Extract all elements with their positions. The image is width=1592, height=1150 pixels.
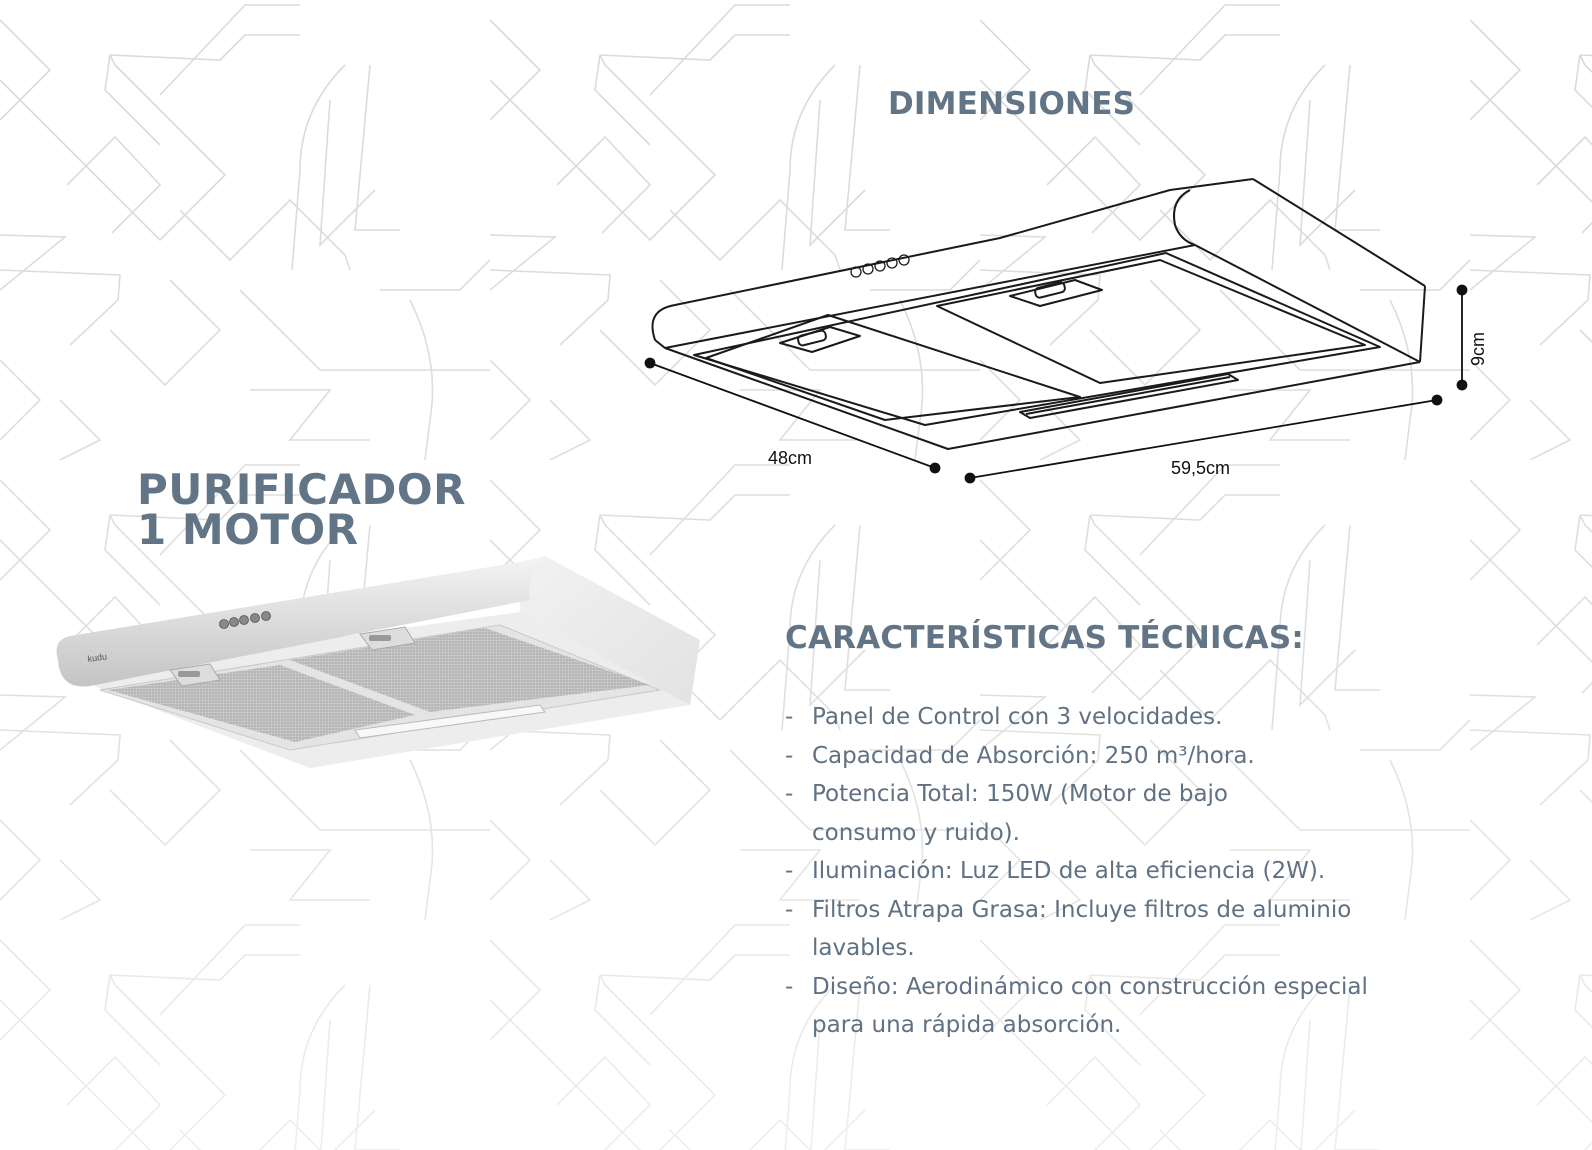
product-photo: kudu <box>56 556 700 768</box>
product-title-line2: 1 MOTOR <box>137 505 359 554</box>
bullet-dash: - <box>785 896 794 923</box>
spec-text: Filtros Atrapa Grasa: Incluye filtros de… <box>812 896 1352 962</box>
product-title-line1: PURIFICADOR <box>137 465 466 514</box>
spec-text: Iluminación: Luz LED de alta eficiencia … <box>812 858 1326 884</box>
bullet-dash: - <box>785 781 794 807</box>
spec-item-power: - Potencia Total: 150W (Motor de bajo co… <box>785 775 1425 852</box>
depth-dimension-label: 48cm <box>768 448 813 468</box>
specs-list: - Panel de Control con 3 velocidades. - … <box>785 698 1425 1045</box>
hood-dimension-diagram <box>644 178 1468 484</box>
spec-item-absorption: - Capacidad de Absorción: 250 m³/hora. <box>785 737 1425 776</box>
spec-text: Potencia Total: 150W (Motor de bajo cons… <box>812 781 1228 846</box>
bullet-dash: - <box>785 858 794 884</box>
spec-text: Capacidad de Absorción: 250 m³/hora. <box>812 742 1255 769</box>
spec-item-lighting: - Iluminación: Luz LED de alta eficienci… <box>785 852 1425 891</box>
product-title: PURIFICADOR 1 MOTOR <box>137 465 466 554</box>
spec-text: Diseño: Aerodinámico con construcción es… <box>812 973 1368 1039</box>
brand-logo: kudu <box>87 651 108 664</box>
spec-item-control-panel: - Panel de Control con 3 velocidades. <box>785 698 1425 737</box>
product-control-buttons <box>219 611 271 629</box>
specs-title: CARACTERÍSTICAS TÉCNICAS: <box>785 620 1304 656</box>
control-buttons-drawing <box>850 254 910 278</box>
spec-item-filters: - Filtros Atrapa Grasa: Incluye filtros … <box>785 891 1425 968</box>
spec-text: Panel de Control con 3 velocidades. <box>812 704 1223 730</box>
dimensions-title: DIMENSIONES <box>888 86 1136 122</box>
height-dimension-label: 9cm <box>1468 331 1488 366</box>
width-dimension-label: 59,5cm <box>1171 458 1231 478</box>
bullet-dash: - <box>785 704 794 730</box>
bullet-dash: - <box>785 742 794 769</box>
bullet-dash: - <box>785 973 794 1000</box>
spec-item-design: - Diseño: Aerodinámico con construcción … <box>785 968 1425 1045</box>
